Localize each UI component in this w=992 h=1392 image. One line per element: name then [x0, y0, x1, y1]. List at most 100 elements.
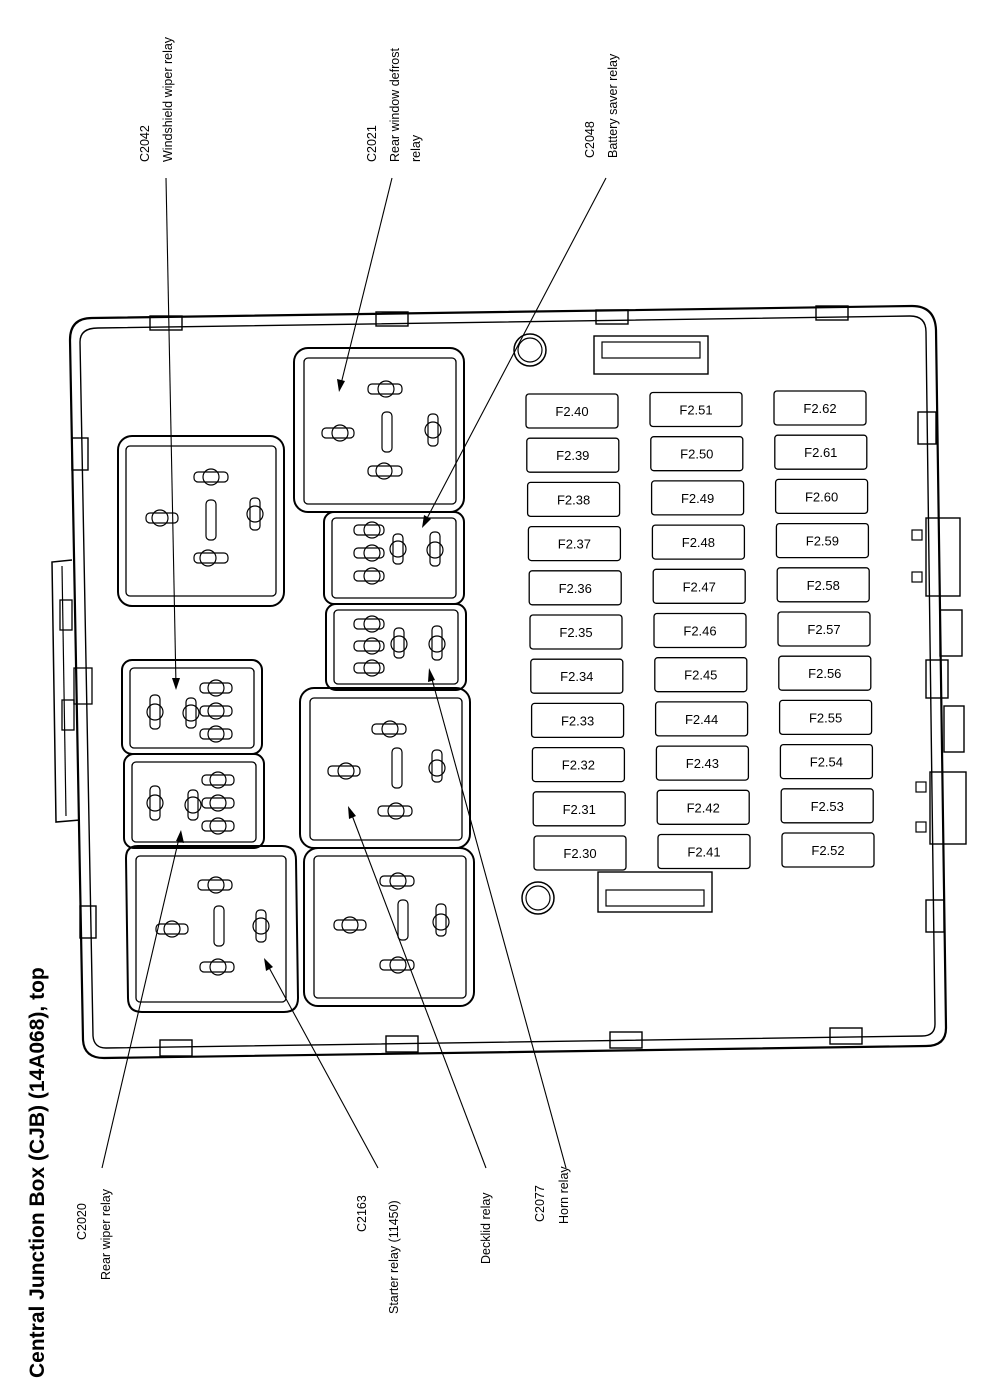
fuse-label: F2.37 — [558, 537, 591, 552]
rear-defrost-connector: C2021 — [365, 125, 379, 162]
fuse-f2-34: F2.34 — [530, 658, 624, 694]
fuse-label: F2.31 — [563, 802, 596, 817]
fuse-label: F2.33 — [561, 713, 594, 728]
fuse-f2-44: F2.44 — [654, 701, 749, 737]
fuse-label: F2.35 — [559, 625, 592, 640]
fuse-box — [528, 570, 622, 606]
fuse-f2-43: F2.43 — [655, 745, 750, 781]
fuse-box — [656, 789, 750, 825]
rear-defrost-name: Rear window defrost — [388, 48, 402, 162]
fuse-label: F2.54 — [810, 755, 843, 770]
rear-wiper-connector: C2020 — [75, 1203, 89, 1240]
fuse-f2-33: F2.33 — [530, 702, 625, 739]
fuse-box — [774, 434, 868, 470]
fuse-box — [530, 702, 625, 739]
arrow-windshield — [172, 678, 180, 690]
rear-wiper-name: Rear wiper relay — [99, 1188, 113, 1280]
fuse-box — [654, 701, 749, 737]
fuse-label: F2.45 — [684, 668, 717, 683]
fuse-label: F2.30 — [563, 846, 596, 861]
fuse-box — [775, 522, 870, 559]
arrow-battery-saver — [422, 515, 431, 528]
fuse-label: F2.57 — [807, 622, 840, 637]
leader-battery-saver — [423, 177, 607, 525]
fuse-box — [778, 655, 872, 691]
fuse-label: F2.36 — [559, 581, 592, 596]
leader-lines — [101, 177, 607, 1169]
relay-windshield-wiper — [117, 435, 285, 607]
fuse-box — [655, 745, 750, 781]
fuse-f2-35: F2.35 — [529, 614, 623, 650]
fuse-label: F2.62 — [803, 401, 836, 416]
fuse-label: F2.59 — [806, 534, 839, 549]
fuse-f2-31: F2.31 — [532, 791, 626, 827]
battery-saver-name: Battery saver relay — [606, 53, 620, 158]
diagram-title: Central Junction Box (CJB) (14A068), top — [26, 967, 49, 1378]
fuse-f2-53: F2.53 — [780, 788, 874, 824]
arrow-rear-wiper — [176, 830, 184, 843]
windshield-name: Windshield wiper relay — [161, 36, 175, 162]
fuse-f2-50: F2.50 — [650, 436, 744, 472]
leader-starter — [265, 961, 379, 1169]
fuse-label: F2.34 — [560, 669, 593, 684]
relay-battery-saver — [323, 511, 465, 605]
relay-rear-wiper — [123, 753, 265, 849]
fuse-box — [776, 567, 870, 603]
fuse-label: F2.50 — [680, 447, 713, 462]
fuse-box — [526, 481, 621, 518]
fuse-label: F2.53 — [811, 799, 844, 814]
fuse-box — [649, 391, 743, 428]
horn-connector: C2077 — [533, 1185, 547, 1222]
fuse-f2-57: F2.57 — [777, 611, 871, 647]
fuse-box — [531, 746, 626, 783]
fuse-box — [777, 611, 871, 647]
fuse-f2-55: F2.55 — [778, 699, 873, 736]
fuse-f2-46: F2.46 — [653, 612, 747, 649]
fuse-f2-32: F2.32 — [531, 746, 626, 783]
fuse-box — [532, 791, 626, 827]
fuse-f2-36: F2.36 — [528, 570, 622, 606]
horn-name: Horn relay — [557, 1166, 571, 1224]
fuse-f2-40: F2.40 — [525, 393, 619, 429]
fuse-box — [657, 833, 751, 870]
fuse-f2-62: F2.62 — [773, 390, 867, 426]
fuse-label: F2.44 — [685, 712, 718, 727]
fuse-box — [526, 437, 620, 473]
fuse-box — [529, 614, 623, 650]
fuse-box — [652, 568, 746, 604]
fuse-f2-42: F2.42 — [656, 789, 750, 825]
fuse-box — [527, 525, 622, 562]
fuse-box — [780, 788, 874, 824]
fuse-box — [778, 699, 873, 736]
fuse-label: F2.47 — [683, 579, 716, 594]
relay-small-upper-left — [121, 659, 263, 755]
arrow-starter — [264, 958, 273, 971]
callout-labels: C2042 Windshield wiper relay C2021 Rear … — [75, 36, 620, 1314]
fuse-box — [779, 743, 874, 780]
fuse-f2-41: F2.41 — [657, 833, 751, 870]
decklid-name: Decklid relay — [479, 1192, 493, 1264]
fuse-f2-37: F2.37 — [527, 525, 622, 562]
fuse-box — [651, 524, 746, 560]
fuse-label: F2.43 — [686, 756, 719, 771]
rear-defrost-name2: relay — [409, 134, 423, 162]
starter-connector: C2163 — [355, 1195, 369, 1232]
leader-windshield — [165, 177, 177, 687]
leader-rear-wiper — [101, 833, 181, 1169]
fuse-f2-52: F2.52 — [781, 832, 875, 868]
fuse-box — [653, 612, 747, 649]
fuse-label: F2.51 — [679, 403, 712, 418]
battery-saver-connector: C2048 — [583, 121, 597, 158]
arrow-rear-defrost — [337, 379, 345, 392]
fuse-label: F2.61 — [804, 445, 837, 460]
fuse-label: F2.48 — [682, 535, 715, 550]
starter-name: Starter relay (11450) — [387, 1200, 401, 1314]
fuse-label: F2.39 — [556, 448, 589, 463]
fuse-label: F2.55 — [809, 710, 842, 725]
relay-starter — [124, 845, 300, 1013]
fuse-f2-56: F2.56 — [778, 655, 872, 691]
fuse-label: F2.42 — [687, 800, 720, 815]
fuse-label: F2.32 — [562, 758, 595, 773]
relay-rear-window-defrost — [293, 347, 465, 513]
